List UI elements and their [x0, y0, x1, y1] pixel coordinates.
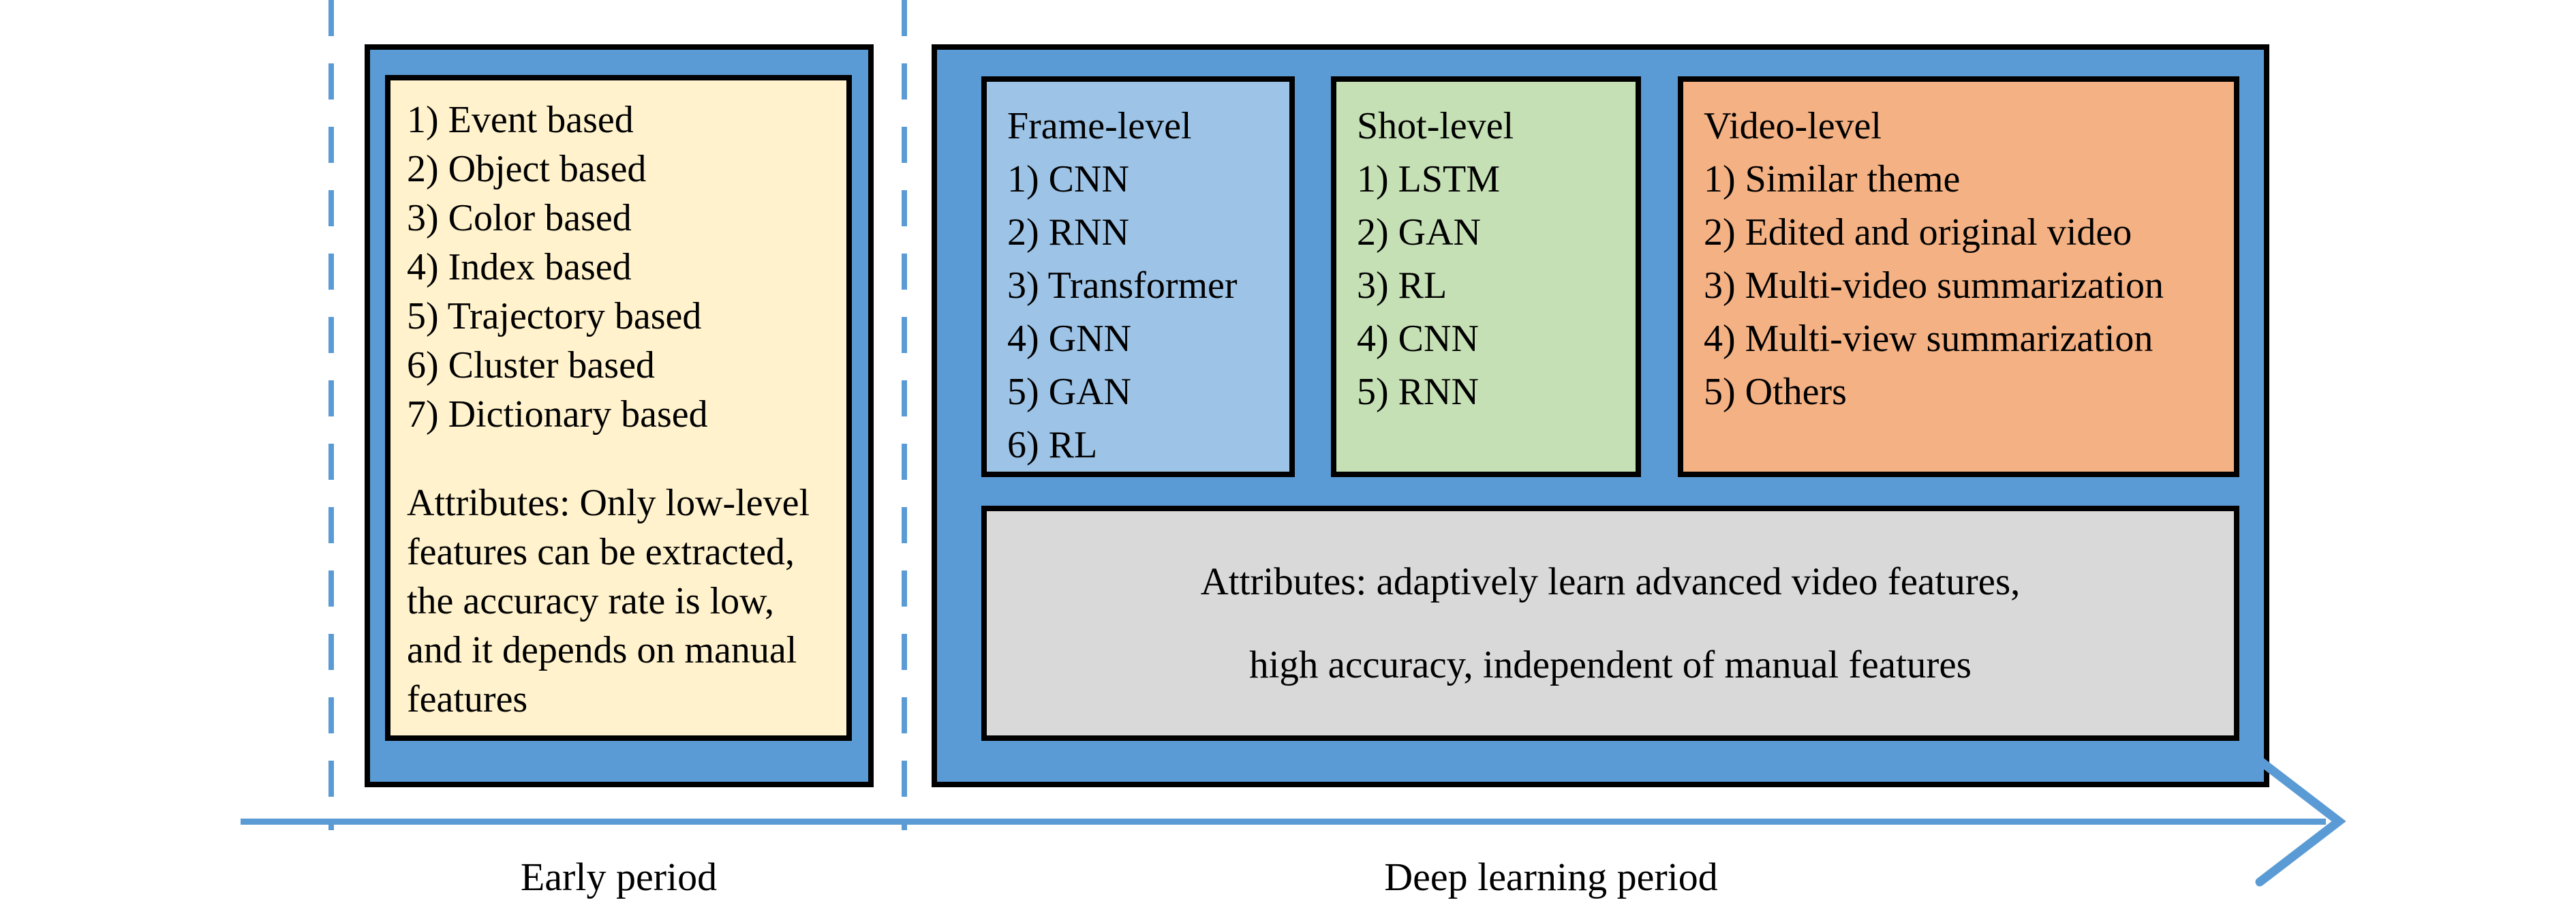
timeline-axis: [241, 819, 2326, 825]
list-item: 1) Event based: [407, 99, 634, 141]
frame-level-box: Frame-level 1) CNN 2) RNN 3) Transformer…: [981, 76, 1295, 477]
frame-level-title: Frame-level: [1007, 105, 1192, 147]
list-item: 3) RL: [1357, 264, 1447, 307]
list-item: 5) RNN: [1357, 371, 1479, 413]
deep-attributes-box: Attributes: adaptively learn advanced vi…: [981, 506, 2239, 741]
list-item: 4) CNN: [1357, 318, 1479, 360]
shot-level-title: Shot-level: [1357, 105, 1514, 147]
video-level-box: Video-level 1) Similar theme 2) Edited a…: [1678, 76, 2239, 477]
deep-period-label: Deep learning period: [1384, 855, 1718, 899]
list-item: 3) Color based: [407, 197, 632, 239]
early-period-label: Early period: [520, 855, 718, 899]
list-item: 6) RL: [1007, 424, 1098, 466]
list-item: 5) Others: [1704, 371, 1847, 413]
spacer: [407, 439, 830, 478]
list-item: 5) GAN: [1007, 371, 1131, 413]
early-methods-box: 1) Event based 2) Object based 3) Color …: [385, 75, 852, 741]
early-attributes-text: Attributes: Only low-level features can …: [407, 482, 810, 720]
dashed-divider-left: [328, 0, 334, 830]
deep-attributes-line2: high accuracy, independent of manual fea…: [1249, 643, 1972, 686]
early-methods-list: 1) Event based 2) Object based 3) Color …: [407, 95, 830, 439]
frame-level-list: 1) CNN 2) RNN 3) Transformer 4) GNN 5) G…: [1007, 153, 1270, 472]
shot-level-list: 1) LSTM 2) GAN 3) RL 4) CNN 5) RNN: [1357, 153, 1616, 418]
list-item: 2) GAN: [1357, 211, 1481, 254]
list-item: 4) Index based: [407, 246, 632, 288]
list-item: 2) RNN: [1007, 211, 1129, 254]
list-item: 4) Multi-view summarization: [1704, 318, 2153, 360]
list-item: 7) Dictionary based: [407, 393, 708, 436]
list-item: 4) GNN: [1007, 318, 1131, 360]
list-item: 1) Similar theme: [1704, 158, 1961, 200]
list-item: 5) Trajectory based: [407, 295, 702, 337]
shot-level-box: Shot-level 1) LSTM 2) GAN 3) RL 4) CNN 5…: [1331, 76, 1641, 477]
list-item: 3) Transformer: [1007, 264, 1238, 307]
arrow-right-icon: [2255, 756, 2346, 887]
list-item: 2) Object based: [407, 148, 647, 190]
dashed-divider-right: [902, 0, 907, 830]
list-item: 6) Cluster based: [407, 344, 655, 386]
video-level-title: Video-level: [1704, 105, 1882, 147]
video-level-list: 1) Similar theme 2) Edited and original …: [1704, 153, 2215, 418]
deep-attributes-line1: Attributes: adaptively learn advanced vi…: [1200, 560, 2021, 603]
list-item: 2) Edited and original video: [1704, 211, 2132, 254]
list-item: 1) CNN: [1007, 158, 1129, 200]
list-item: 3) Multi-video summarization: [1704, 264, 2164, 307]
list-item: 1) LSTM: [1357, 158, 1500, 200]
